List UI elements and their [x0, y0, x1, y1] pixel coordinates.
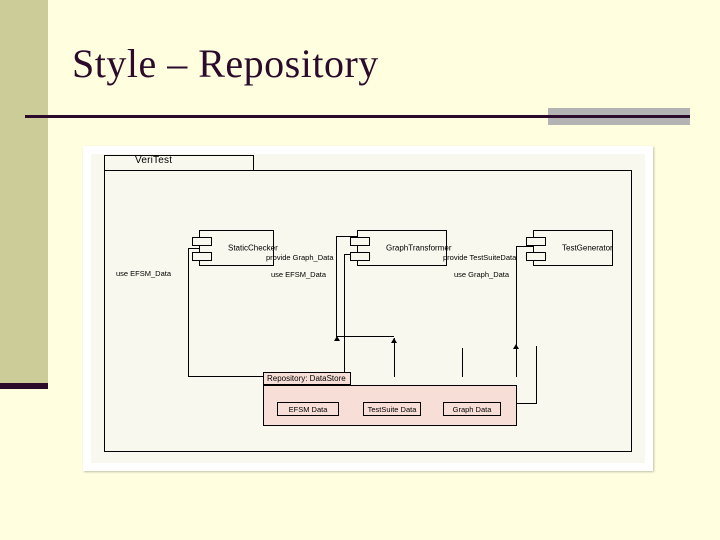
repository-item-testsuite-data[interactable]: TestSuite Data [363, 402, 421, 416]
component-port-top-icon [350, 237, 370, 246]
connector-staticchecker-horizontal [188, 248, 200, 249]
edge-label-provide-testsuitedata: provide TestSuiteData [443, 253, 517, 262]
edge-label-use-efsm-data-mid: use EFSM_Data [271, 270, 327, 279]
title-rule-line [25, 115, 690, 118]
package-tab [104, 155, 254, 171]
arrow-to-efsm-data [334, 336, 340, 341]
component-staticchecker[interactable]: StaticChecker [192, 230, 278, 266]
connector-graphtransformer-use-vertical [344, 254, 345, 377]
component-testgenerator[interactable]: TestGenerator [526, 230, 613, 266]
component-label: GraphTransformer [386, 243, 452, 253]
component-port-bottom-icon [526, 252, 546, 261]
component-port-top-icon [192, 237, 212, 246]
component-port-top-icon [526, 237, 546, 246]
uml-component-diagram: VeriTest [91, 154, 645, 463]
connector-testgenerator-provide-vertical [516, 246, 517, 377]
edge-label-provide-graph-data: provide Graph_Data [266, 253, 334, 262]
edge-label-use-efsm-data-left: use EFSM_Data [116, 269, 172, 278]
repository-title-tab: Repository: DataStore [263, 372, 351, 385]
connector-graphtransformer-provide-bottom [336, 336, 394, 337]
connector-testgenerator-use-vertical [462, 348, 463, 377]
connector-testgenerator-right-drop [536, 346, 537, 403]
component-graphtransformer[interactable]: GraphTransformer [350, 230, 452, 266]
repository-item-efsm-data[interactable]: EFSM Data [277, 402, 339, 416]
component-port-bottom-icon [192, 252, 212, 261]
sidebar-decoration [0, 0, 48, 383]
component-label: TestGenerator [562, 243, 613, 253]
component-label: StaticChecker [228, 243, 278, 253]
sidebar-decoration-cap [0, 383, 48, 389]
repository-item-graph-data[interactable]: Graph Data [443, 402, 501, 416]
connector-staticchecker-vertical [188, 248, 189, 376]
connector-staticchecker-to-repo [188, 376, 312, 377]
edge-label-use-graph-data: use Graph_Data [454, 270, 510, 279]
package-name-label: VeriTest [135, 155, 173, 166]
page-title: Style – Repository [72, 41, 379, 86]
diagram-image-frame: VeriTest [83, 146, 653, 471]
component-port-bottom-icon [350, 252, 370, 261]
connector-graphtransformer-provide-vertical [336, 236, 337, 336]
connector-testgenerator-right-return [514, 403, 537, 404]
connector-testgenerator-provide-top [516, 246, 534, 247]
connector-graph-data-drop [394, 338, 395, 377]
connector-graphtransformer-provide-top [336, 236, 358, 237]
arrow-to-testsuite-data [513, 344, 519, 349]
